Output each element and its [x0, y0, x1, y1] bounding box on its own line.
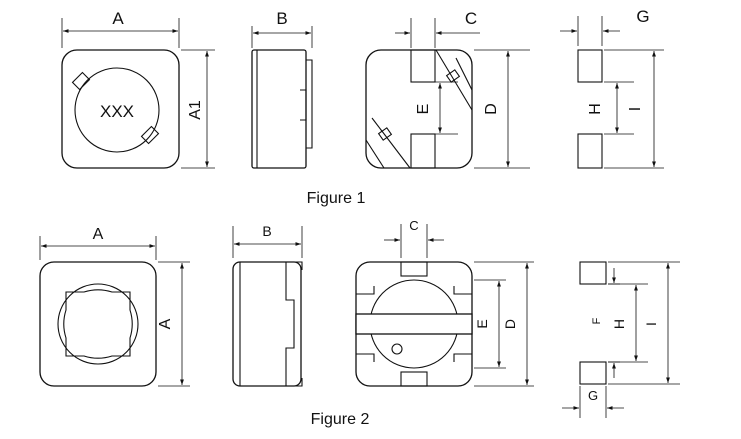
fig1-dim-C: C [465, 9, 477, 28]
figure-1: XXX A A1 B [61, 7, 664, 207]
fig2-dim-B: B [262, 223, 271, 239]
fig1-dim-A: A [112, 9, 124, 28]
fig1-bottom-view: C E D [365, 9, 530, 169]
fig2-land-pattern: F H I G [562, 261, 680, 418]
fig1-dim-G: G [636, 7, 649, 26]
figure-2-caption: Figure 2 [311, 411, 370, 428]
fig1-top-view: XXX A A1 [61, 9, 215, 169]
fig1-dim-B: B [276, 9, 287, 28]
fig1-dim-I: I [627, 107, 644, 111]
fig1-land-pattern: G H I [560, 7, 664, 169]
fig2-dim-H: H [611, 319, 627, 329]
fig1-marking: XXX [100, 102, 134, 121]
fig1-dim-A1: A1 [187, 100, 204, 120]
fig1-dim-D: D [483, 103, 500, 115]
figure-2: A A B [39, 218, 680, 428]
fig2-dim-A-side: A [157, 318, 174, 329]
fig2-dim-I: I [643, 322, 659, 326]
fig2-side-view: B [232, 223, 303, 387]
fig2-bottom-view: C E D [355, 218, 534, 387]
fig2-top-view: A A [39, 226, 190, 387]
fig2-dim-E: E [474, 319, 490, 328]
fig2-dim-D: D [502, 319, 518, 329]
fig1-side-view: B [251, 9, 313, 169]
fig2-dim-C: C [409, 218, 418, 233]
fig1-dim-H: H [587, 103, 604, 115]
fig2-dim-G: G [588, 388, 598, 403]
fig2-dim-A: A [93, 226, 104, 243]
fig2-dim-F: F [591, 317, 603, 324]
figure-1-caption: Figure 1 [307, 190, 366, 207]
fig1-dim-E: E [415, 104, 432, 115]
